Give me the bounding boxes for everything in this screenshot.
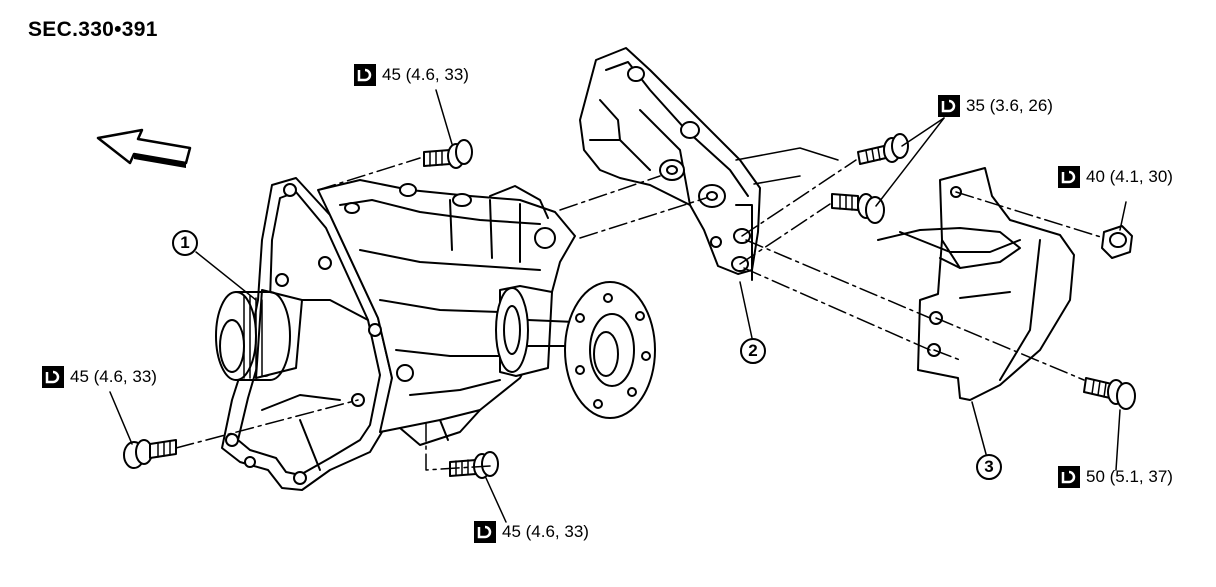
torque-wrench-icon — [474, 521, 496, 543]
torque-value: 45 (4.6, 33) — [70, 367, 157, 386]
torque-value: 40 (4.1, 30) — [1086, 167, 1173, 186]
section-title: SEC.330•391 — [28, 18, 158, 41]
bolt-upper-right-b — [831, 193, 885, 224]
callout-part-1: 1 — [172, 230, 198, 256]
torque-value: 50 (5.1, 37) — [1086, 467, 1173, 486]
bolt-bottom-center — [449, 451, 499, 479]
torque-spec-bottom-center: 45 (4.6, 33) — [474, 521, 589, 543]
callout-part-3: 3 — [976, 454, 1002, 480]
mounting-bracket — [579, 47, 761, 281]
torque-wrench-icon — [42, 366, 64, 388]
torque-wrench-icon — [1058, 166, 1080, 188]
torque-wrench-icon — [354, 64, 376, 86]
nut-right-upper — [1101, 225, 1133, 259]
bolt-right-lower — [1083, 377, 1136, 410]
bolt-upper-right-a — [857, 133, 909, 165]
torque-value: 45 (4.6, 33) — [502, 522, 589, 541]
torque-spec-right-upper: 40 (4.1, 30) — [1058, 166, 1173, 188]
torque-value: 35 (3.6, 26) — [966, 96, 1053, 115]
torque-wrench-icon — [938, 95, 960, 117]
alignment-lines — [175, 157, 1105, 471]
torque-wrench-icon — [1058, 466, 1080, 488]
transfer-assembly — [215, 177, 656, 491]
bolt-top-center — [423, 139, 473, 169]
torque-spec-bottom-right: 50 (5.1, 37) — [1058, 466, 1173, 488]
bracket-guide-lines — [735, 147, 839, 185]
torque-spec-top-right: 35 (3.6, 26) — [938, 95, 1053, 117]
leader-lines — [109, 89, 1127, 523]
torque-spec-left-lower: 45 (4.6, 33) — [42, 366, 157, 388]
callout-part-2: 2 — [740, 338, 766, 364]
rear-mount-member — [877, 167, 1075, 401]
bolt-left-lower — [123, 439, 177, 469]
front-direction-arrow-icon — [96, 128, 192, 168]
torque-spec-top-center: 45 (4.6, 33) — [354, 64, 469, 86]
torque-value: 45 (4.6, 33) — [382, 65, 469, 84]
